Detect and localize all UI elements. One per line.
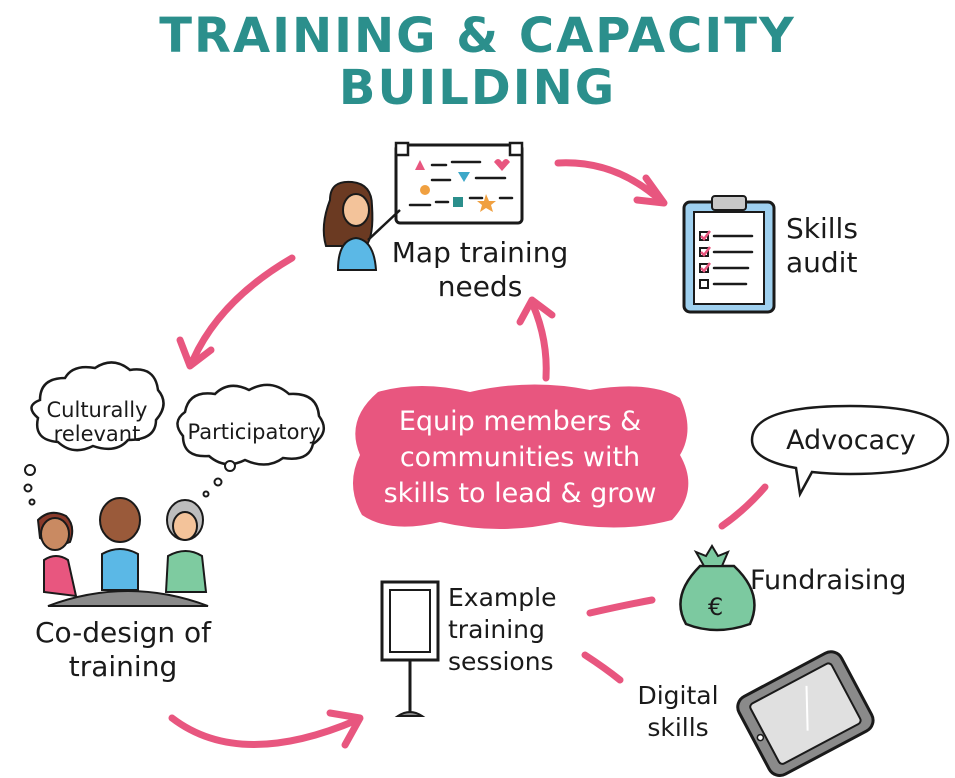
needs-board-icon <box>394 141 524 225</box>
node-co-design-line1: Co-design of <box>34 616 212 649</box>
center-line1: Equip members & <box>398 406 642 437</box>
thought-participatory: Participatory <box>187 420 321 444</box>
example-digital-line1: Digital <box>637 681 719 710</box>
thought-culturally-line1: Culturally <box>46 398 148 422</box>
cycle-arrows <box>168 159 769 749</box>
people-group-icon <box>36 497 209 607</box>
arrow-center-to-map <box>529 301 550 382</box>
arrow-to-co-design-head <box>176 336 215 370</box>
cloud-culturally <box>23 361 165 506</box>
cloud-participatory <box>176 383 326 498</box>
node-skills-audit: Skills audit <box>786 212 876 280</box>
center-line3: skills to lead & grow <box>383 478 657 509</box>
node-map-needs: Map training needs <box>380 236 580 304</box>
line-to-fundraising <box>586 596 656 617</box>
arrow-to-skills-audit <box>554 159 664 204</box>
center-blob <box>352 384 689 529</box>
node-skills-audit-line1: Skills <box>786 212 858 245</box>
thought-culturally-line2: relevant <box>53 422 141 446</box>
speech-bubble-icon <box>750 404 950 498</box>
center-line2: communities with <box>399 442 641 473</box>
node-map-needs-line2: needs <box>437 270 523 303</box>
node-example-sessions-line2: training <box>448 615 545 644</box>
thought-culturally: Culturally relevant <box>42 398 152 446</box>
node-co-design-line2: training <box>68 650 178 683</box>
node-example-sessions: Example training sessions <box>448 582 578 678</box>
node-skills-audit-line2: audit <box>786 246 858 279</box>
example-advocacy: Advocacy <box>786 425 916 456</box>
line-to-advocacy <box>718 483 769 530</box>
line-to-digital <box>581 651 624 684</box>
example-fundraising: Fundraising <box>750 565 907 596</box>
node-map-needs-line1: Map training <box>391 236 569 269</box>
arrow-to-sessions <box>168 714 361 748</box>
svg-text:€: € <box>708 593 723 621</box>
title-line-2: BUILDING <box>338 60 617 116</box>
example-digital-skills: Digital skills <box>618 680 738 744</box>
arrow-to-skills-audit-head <box>633 174 668 207</box>
arrow-center-to-map-head <box>516 296 556 326</box>
node-example-sessions-line3: sessions <box>448 647 554 676</box>
center-goal-text: Equip members & communities with skills … <box>372 404 668 512</box>
arrow-to-sessions-head <box>326 709 364 749</box>
flipchart-icon <box>380 580 440 717</box>
presenter-icon <box>322 180 401 271</box>
node-example-sessions-line1: Example <box>448 583 557 612</box>
clipboard-icon <box>682 195 776 314</box>
arrow-to-co-design <box>189 254 296 364</box>
node-co-design: Co-design of training <box>28 616 218 684</box>
tablet-icon <box>736 650 875 777</box>
example-digital-line2: skills <box>647 713 709 742</box>
title-line-1: TRAINING & CAPACITY <box>159 8 796 64</box>
money-bag-icon: € <box>679 544 756 632</box>
